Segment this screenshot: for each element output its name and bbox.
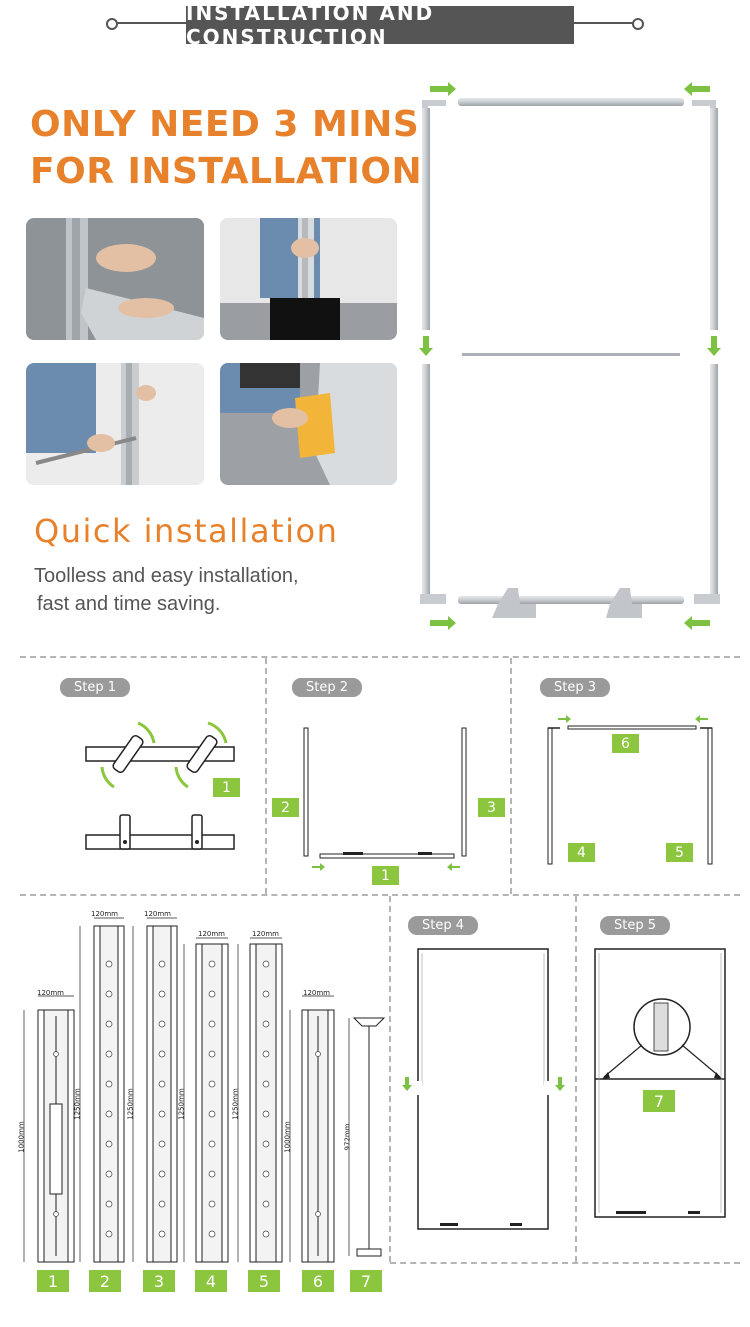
hero-title-line2: FOR INSTALLATION bbox=[30, 151, 423, 192]
part6-badge: 6 bbox=[302, 1270, 334, 1292]
part2-badge: 2 bbox=[89, 1270, 121, 1292]
part4-width: 120mm bbox=[198, 930, 225, 938]
step5-label: Step 5 bbox=[600, 916, 671, 935]
step3-badge-right: 5 bbox=[666, 843, 693, 862]
part3-width: 120mm bbox=[144, 910, 171, 918]
section-header: INSTALLATION AND CONSTRUCTION bbox=[186, 1, 574, 49]
hero-title-line1: ONLY NEED 3 MINS bbox=[30, 104, 420, 145]
part3-badge: 3 bbox=[143, 1270, 175, 1292]
part7-badge: 7 bbox=[350, 1270, 382, 1292]
step5-badge: 7 bbox=[643, 1090, 675, 1112]
parts-diagram bbox=[23, 917, 386, 1263]
description-line2: fast and time saving. bbox=[37, 593, 221, 615]
step2-badge-left: 2 bbox=[272, 798, 299, 817]
part4-badge: 4 bbox=[195, 1270, 227, 1292]
step2-label: Step 2 bbox=[292, 678, 363, 697]
part5-width: 120mm bbox=[252, 930, 279, 938]
part1-width: 120mm bbox=[37, 989, 64, 997]
step1-diagram bbox=[85, 721, 235, 850]
step3-label: Step 3 bbox=[540, 678, 611, 697]
part5-badge: 5 bbox=[248, 1270, 280, 1292]
step4-diagram bbox=[402, 948, 565, 1230]
part3-height: 1250mm bbox=[126, 1088, 135, 1120]
header-right-dot bbox=[632, 18, 644, 30]
step3-badge-top: 6 bbox=[612, 734, 639, 753]
step5-diagram bbox=[594, 948, 726, 1218]
description-line1: Toolless and easy installation, bbox=[34, 565, 299, 587]
frame-assembly-illustration bbox=[419, 82, 721, 630]
quick-installation-heading: Quick installation bbox=[34, 512, 339, 550]
part2-width: 120mm bbox=[91, 910, 118, 918]
divider-top bbox=[20, 656, 740, 658]
step3-badge-left: 4 bbox=[568, 843, 595, 862]
part2-height: 1250mm bbox=[73, 1088, 82, 1120]
photo-install-4 bbox=[220, 363, 397, 485]
step3-diagram bbox=[547, 715, 713, 865]
header-left-dot bbox=[106, 18, 118, 30]
divider-bottom bbox=[390, 1262, 740, 1264]
part1-height: 1000mm bbox=[17, 1121, 26, 1153]
header-left-line bbox=[116, 22, 186, 24]
step1-badge: 1 bbox=[213, 778, 240, 797]
step1-label: Step 1 bbox=[60, 678, 131, 697]
photo-install-3 bbox=[26, 363, 204, 485]
divider-parts-step4 bbox=[389, 896, 391, 1262]
part4-height: 1250mm bbox=[177, 1088, 186, 1120]
step2-badge-right: 3 bbox=[478, 798, 505, 817]
step2-badge-bottom: 1 bbox=[372, 866, 399, 885]
photo-install-2 bbox=[220, 218, 397, 340]
divider-step2-3 bbox=[510, 658, 512, 894]
step2-diagram bbox=[303, 727, 467, 871]
divider-middle bbox=[20, 894, 740, 896]
step4-label: Step 4 bbox=[408, 916, 479, 935]
divider-step1-2 bbox=[265, 658, 267, 894]
part1-badge: 1 bbox=[37, 1270, 69, 1292]
header-right-line bbox=[574, 22, 634, 24]
part6-width: 120mm bbox=[303, 989, 330, 997]
divider-step4-5 bbox=[575, 896, 577, 1262]
photo-install-1 bbox=[26, 218, 204, 340]
part7-height: 972mm bbox=[343, 1123, 352, 1151]
part5-height: 1250mm bbox=[231, 1088, 240, 1120]
part6-height: 1000mm bbox=[283, 1121, 292, 1153]
